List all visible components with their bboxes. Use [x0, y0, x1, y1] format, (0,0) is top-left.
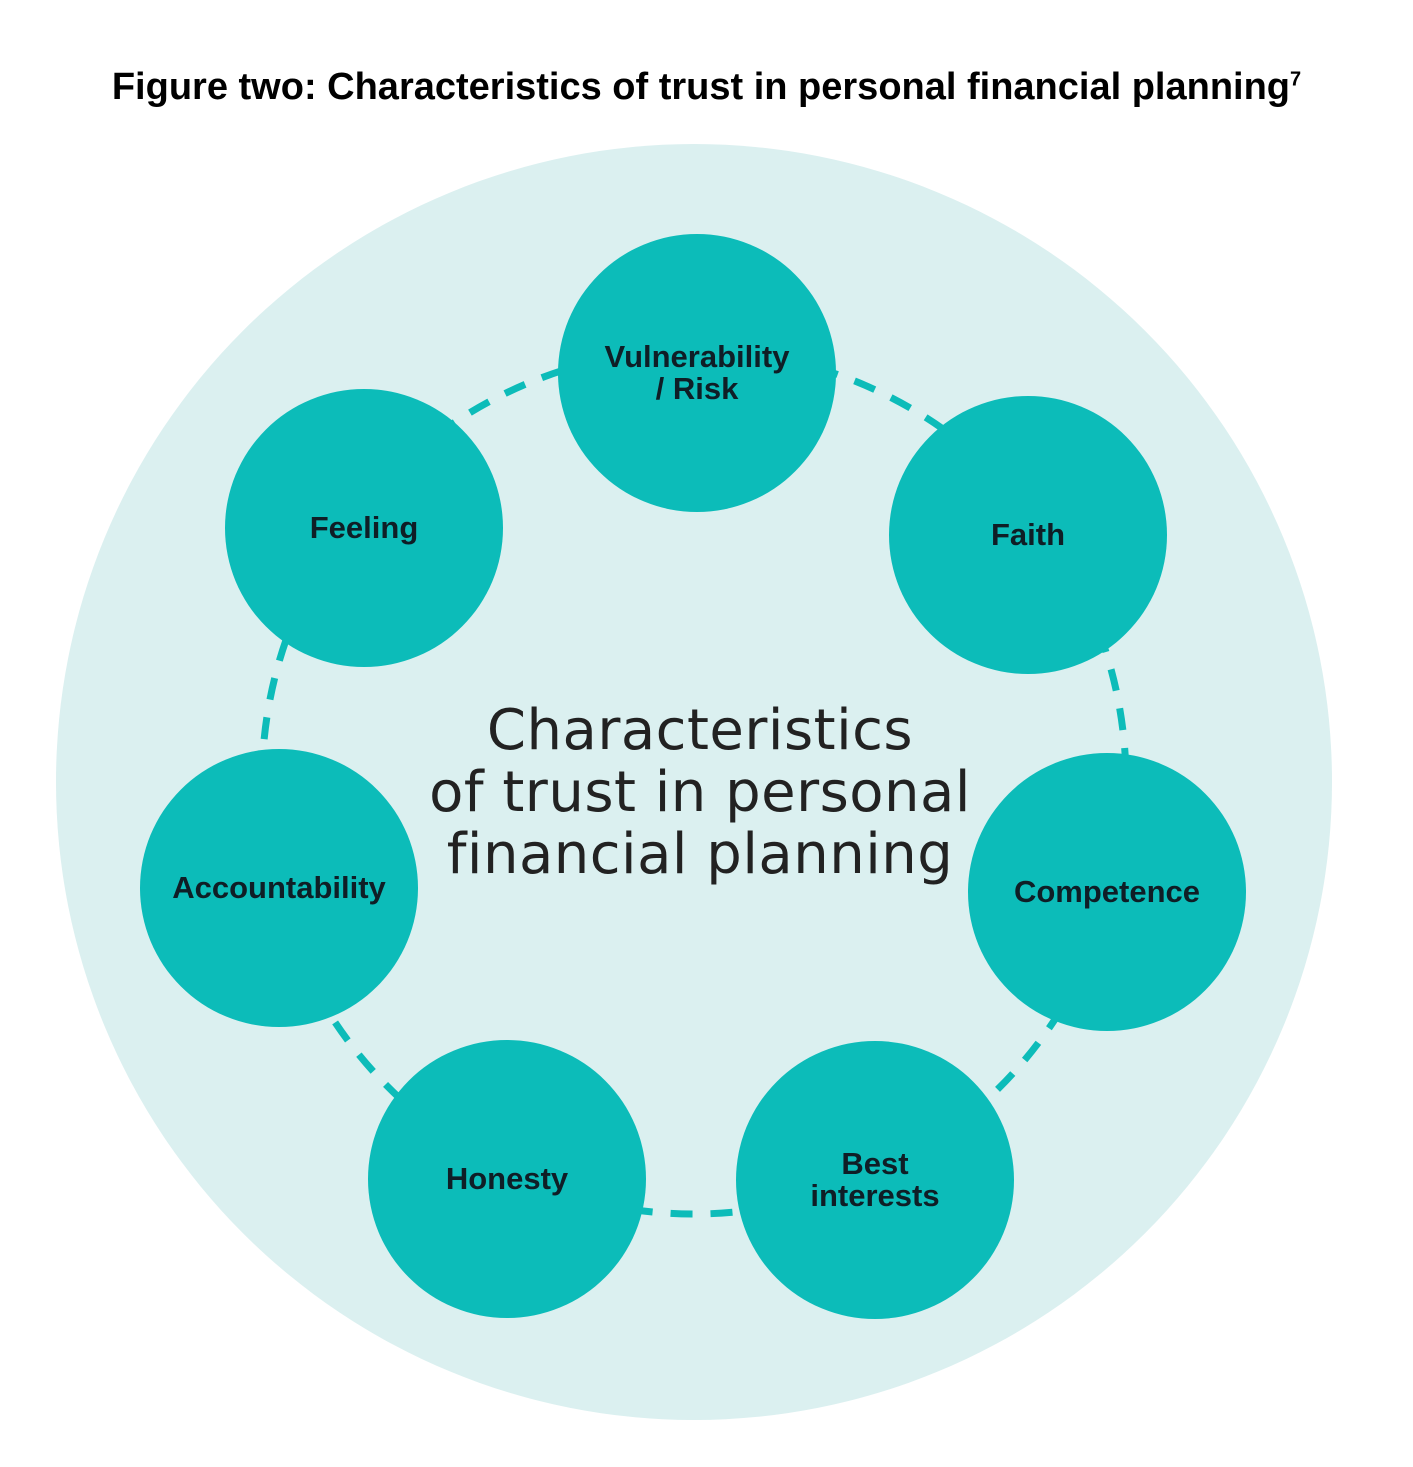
- center-caption-line-1: Characteristics: [486, 698, 914, 763]
- node-faith: Faith: [889, 396, 1167, 674]
- node-best-interests: Best interests: [736, 1041, 1014, 1319]
- node-label-line: Vulnerability: [604, 339, 790, 374]
- node-label-line: interests: [810, 1178, 940, 1213]
- node-label-line: Feeling: [309, 510, 419, 545]
- center-caption-line-3: financial planning: [446, 822, 954, 887]
- figure-title-text: Figure two: Characteristics of trust in …: [111, 66, 1291, 108]
- node-honesty: Honesty: [368, 1040, 646, 1318]
- node-competence: Competence: [968, 753, 1246, 1031]
- node-label-line: Accountability: [172, 870, 386, 905]
- center-caption-line-2: of trust in personal: [429, 760, 971, 825]
- center-caption: Characteristics of trust in personal fin…: [400, 700, 1000, 886]
- figure-title: Figure two: Characteristics of trust in …: [0, 66, 1413, 109]
- node-feeling: Feeling: [225, 389, 503, 667]
- node-vulnerability-risk: Vulnerability / Risk: [558, 234, 836, 512]
- node-label-line: Honesty: [445, 1161, 569, 1196]
- node-label-line: Competence: [1013, 874, 1201, 909]
- node-label-line: / Risk: [655, 371, 739, 406]
- node-accountability: Accountability: [140, 749, 418, 1027]
- node-label-line: Faith: [990, 517, 1066, 552]
- node-label-line: Best: [841, 1146, 909, 1181]
- figure-title-footnote: 7: [1290, 68, 1302, 91]
